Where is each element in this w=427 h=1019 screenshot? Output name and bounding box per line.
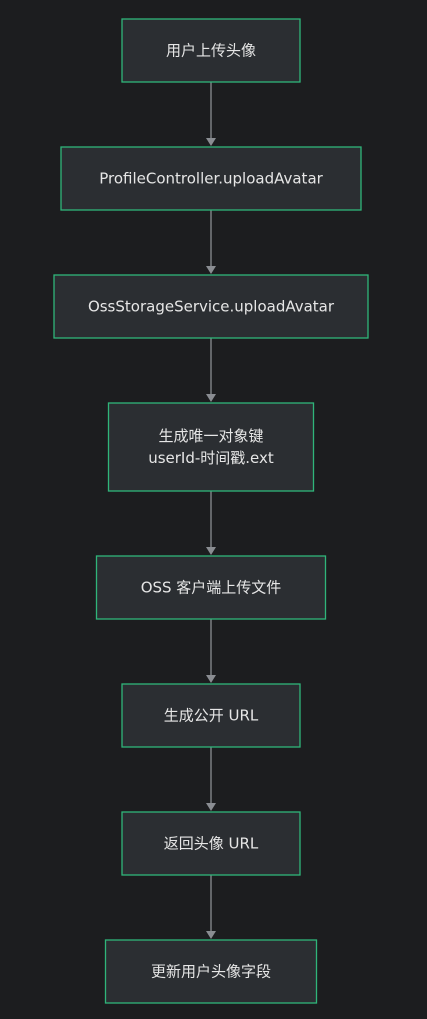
flow-node-box xyxy=(60,146,362,211)
nodes-layer: 用户上传头像 ProfileController.uploadAvatarOssS… xyxy=(53,18,369,1004)
flow-arrow xyxy=(206,491,216,555)
flow-node: OSS 客户端上传文件 xyxy=(95,555,327,620)
flow-node-label: 用户上传头像 xyxy=(166,42,256,60)
flow-node-label: OssStorageService.uploadAvatar xyxy=(88,298,335,316)
flow-node-box xyxy=(121,18,301,83)
flow-node-label: userId-时间戳.ext xyxy=(148,449,274,467)
flow-node: 返回头像 URL xyxy=(121,811,301,876)
flow-node-box xyxy=(95,555,327,620)
arrowhead-icon xyxy=(206,931,216,939)
arrowhead-icon xyxy=(206,803,216,811)
flow-node: ProfileController.uploadAvatar xyxy=(60,146,362,211)
flow-node-label: 更新用户头像字段 xyxy=(151,963,271,981)
flow-arrow xyxy=(206,82,216,146)
arrowhead-icon xyxy=(206,394,216,402)
flow-arrow xyxy=(206,619,216,683)
arrowhead-icon xyxy=(206,138,216,146)
flow-node-label: 生成公开 URL xyxy=(164,707,259,725)
flow-node-box xyxy=(53,274,369,339)
flow-node-label: 生成唯一对象键 xyxy=(158,427,263,445)
arrowhead-icon xyxy=(206,547,216,555)
flow-node-label: OSS 客户端上传文件 xyxy=(141,579,282,597)
flow-node-box xyxy=(104,939,318,1004)
flow-node-box xyxy=(121,811,301,876)
flow-arrow xyxy=(206,338,216,402)
flow-node: OssStorageService.uploadAvatar xyxy=(53,274,369,339)
flow-node: 生成公开 URL xyxy=(121,683,301,748)
flow-node: 更新用户头像字段 xyxy=(104,939,318,1004)
flow-node: 用户上传头像 xyxy=(121,18,301,83)
flow-node-box xyxy=(121,683,301,748)
flow-node-label: ProfileController.uploadAvatar xyxy=(99,170,323,188)
arrowhead-icon xyxy=(206,675,216,683)
arrowhead-icon xyxy=(206,266,216,274)
flow-arrow xyxy=(206,210,216,274)
flow-arrow xyxy=(206,875,216,939)
flow-node-label: 返回头像 URL xyxy=(164,835,259,853)
flow-arrow xyxy=(206,747,216,811)
flow-node-box xyxy=(107,402,315,492)
flow-node: 生成唯一对象键 userId-时间戳.ext xyxy=(107,402,315,492)
edges-layer xyxy=(206,82,216,939)
